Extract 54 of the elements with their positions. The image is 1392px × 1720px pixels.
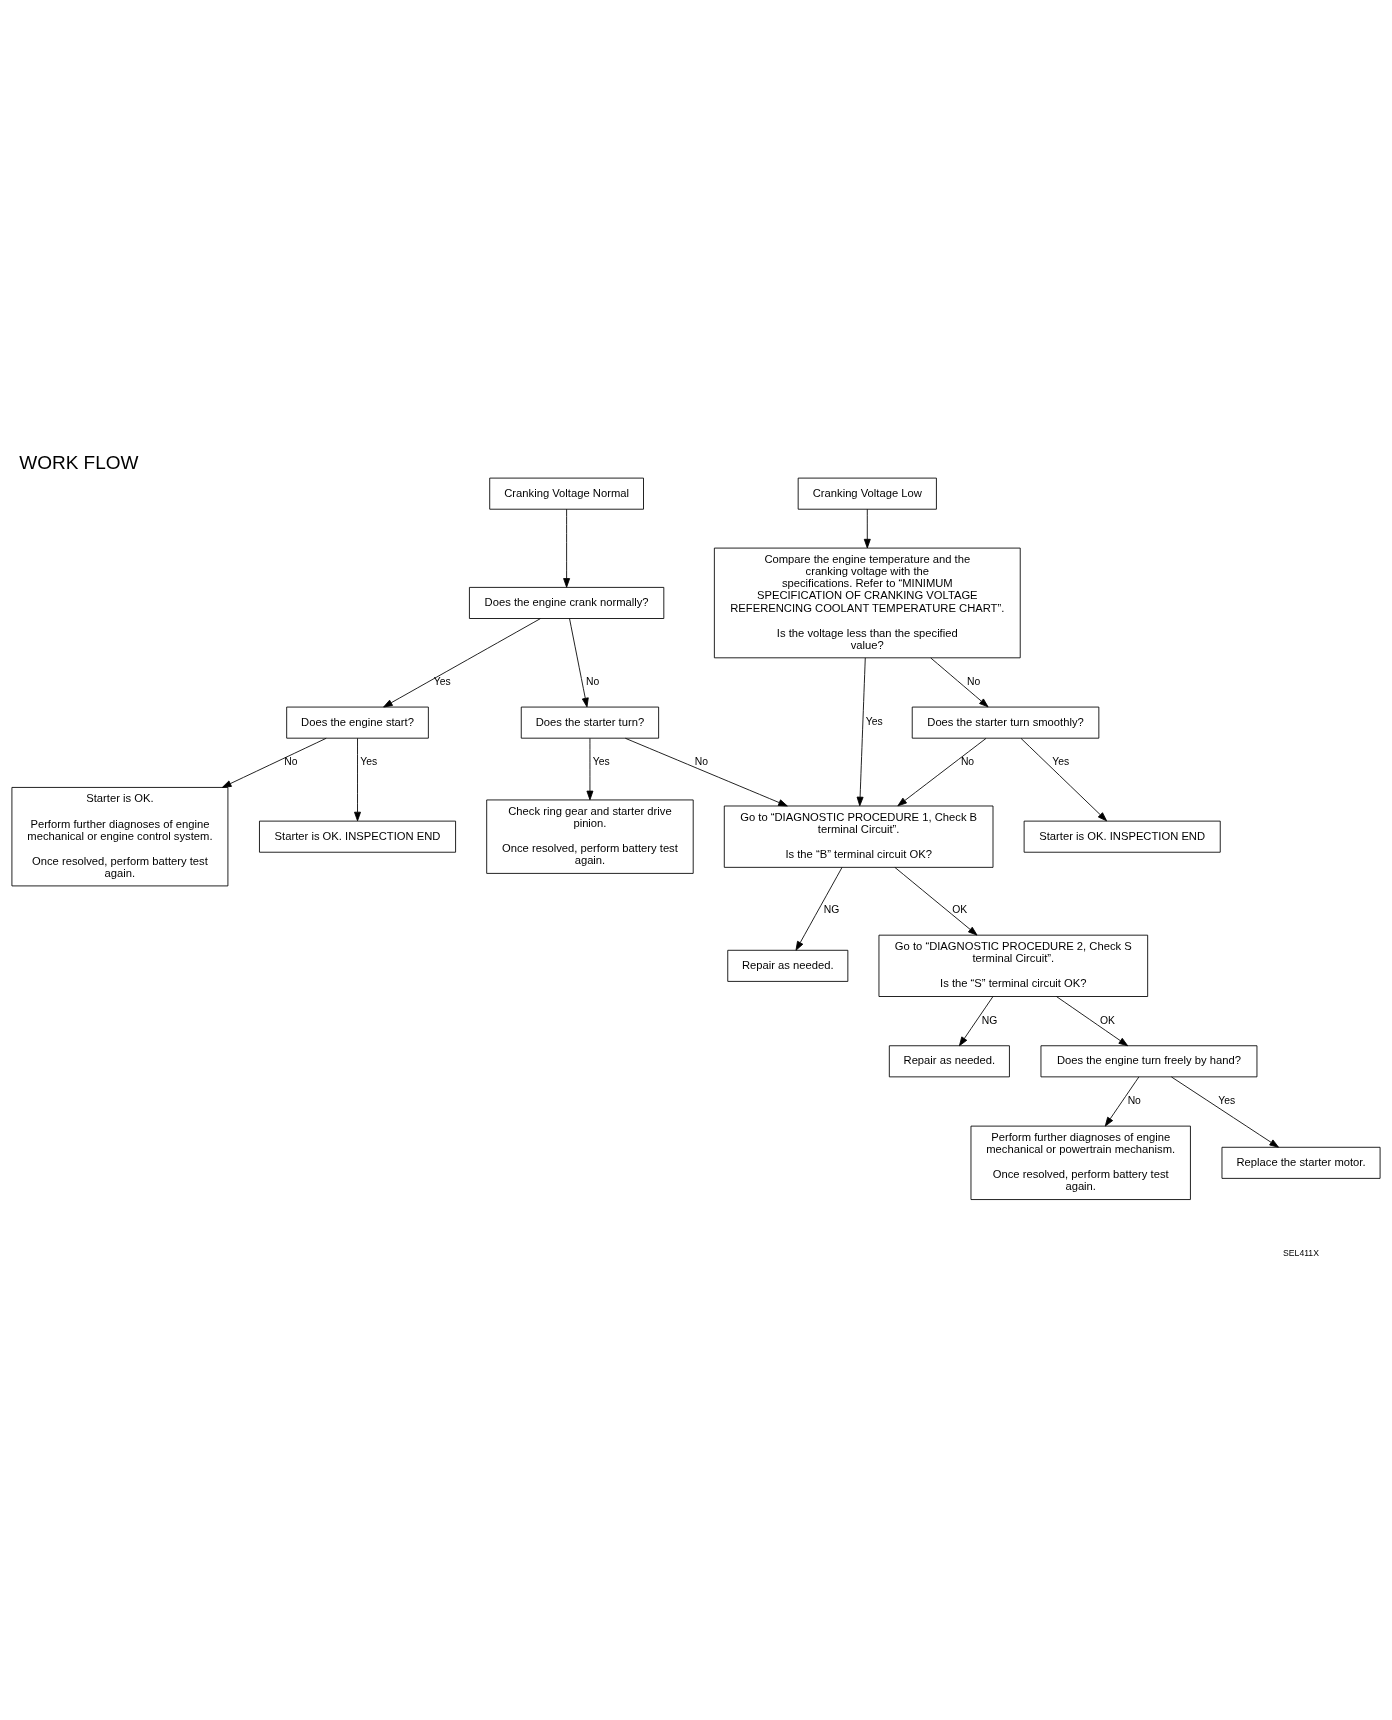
node-box: Does the starter turn smoothly? xyxy=(911,706,1100,739)
node-box: Cranking Voltage Normal xyxy=(489,477,644,510)
node-box: Does the engine crank normally? xyxy=(469,586,665,619)
diagram-title: WORK FLOW xyxy=(19,452,139,474)
arrow xyxy=(795,867,843,951)
arrow xyxy=(222,737,327,788)
arrow xyxy=(959,996,994,1047)
edge-label: Yes xyxy=(592,756,610,768)
arrow xyxy=(1104,1076,1140,1127)
arrow xyxy=(897,737,987,807)
arrow xyxy=(624,737,788,807)
edge-label: No xyxy=(585,676,600,688)
arrow xyxy=(1170,1076,1279,1148)
arrow xyxy=(1056,996,1129,1047)
node-box: Repair as needed. xyxy=(727,949,849,982)
node-box: Go to “DIAGNOSTIC PROCEDURE 2, Check S terminal Circuit”. Is the “S” terminal circuit OK? xyxy=(878,934,1149,997)
arrow xyxy=(383,618,541,708)
node-box: Go to “DIAGNOSTIC PROCEDURE 1, Check B terminal Circuit”. Is the “B” terminal circuit OK? xyxy=(723,805,994,868)
edge-label: Yes xyxy=(433,676,451,688)
node-box: Starter is OK. INSPECTION END xyxy=(1023,820,1221,853)
edge-label: No xyxy=(960,756,975,768)
node-box: Compare the engine temperature and the cranking voltage with the specifications. Refer to “MINIMUM SPECIFICATION OF CRANKING VOLTAGE REFERENCING COOLANT TEMPERATURE CHART”. Is the voltage less than the specified value? xyxy=(713,547,1021,659)
edge-label: OK xyxy=(952,904,968,916)
node-box: Check ring gear and starter drive pinion. Once resolved, perform battery test again. xyxy=(486,799,694,874)
arrow xyxy=(1020,737,1108,822)
edge-label: Yes xyxy=(1052,756,1070,768)
node-box: Repair as needed. xyxy=(888,1045,1010,1078)
node-box: Does the engine start? xyxy=(286,706,429,739)
arrow xyxy=(894,867,978,936)
edge-label: Yes xyxy=(865,716,883,728)
label: SEL411X xyxy=(1283,1248,1319,1259)
arrow xyxy=(569,618,589,708)
node-box: Starter is OK. Perform further diagnoses of engine mechanical or engine control system. Once resolved, perform battery test again. xyxy=(11,787,229,887)
arrow xyxy=(354,737,361,822)
node-box: Does the starter turn? xyxy=(520,706,660,739)
arrow xyxy=(863,508,871,549)
edge-label: No xyxy=(284,756,298,768)
edge-label: NG xyxy=(823,904,840,916)
edge-label: NG xyxy=(981,1014,998,1026)
arrow xyxy=(930,657,989,708)
node-box: Does the engine turn freely by hand? xyxy=(1040,1045,1258,1078)
node-box: Replace the starter motor. xyxy=(1221,1146,1381,1179)
arrow xyxy=(563,508,571,588)
arrow xyxy=(856,657,866,807)
edge-label: Yes xyxy=(360,756,378,768)
edge-label: No xyxy=(1127,1095,1141,1107)
edge-label: OK xyxy=(1100,1014,1115,1026)
edge-label: Yes xyxy=(1218,1095,1236,1107)
node-box: Perform further diagnoses of engine mechanical or powertrain mechanism. Once resolved, perform battery test again. xyxy=(970,1125,1191,1200)
edge-label: No xyxy=(966,676,981,688)
node-box: Cranking Voltage Low xyxy=(797,477,937,510)
node-box: Starter is OK. INSPECTION END xyxy=(259,820,456,853)
arrow xyxy=(586,737,594,801)
edge-label: No xyxy=(694,756,709,768)
